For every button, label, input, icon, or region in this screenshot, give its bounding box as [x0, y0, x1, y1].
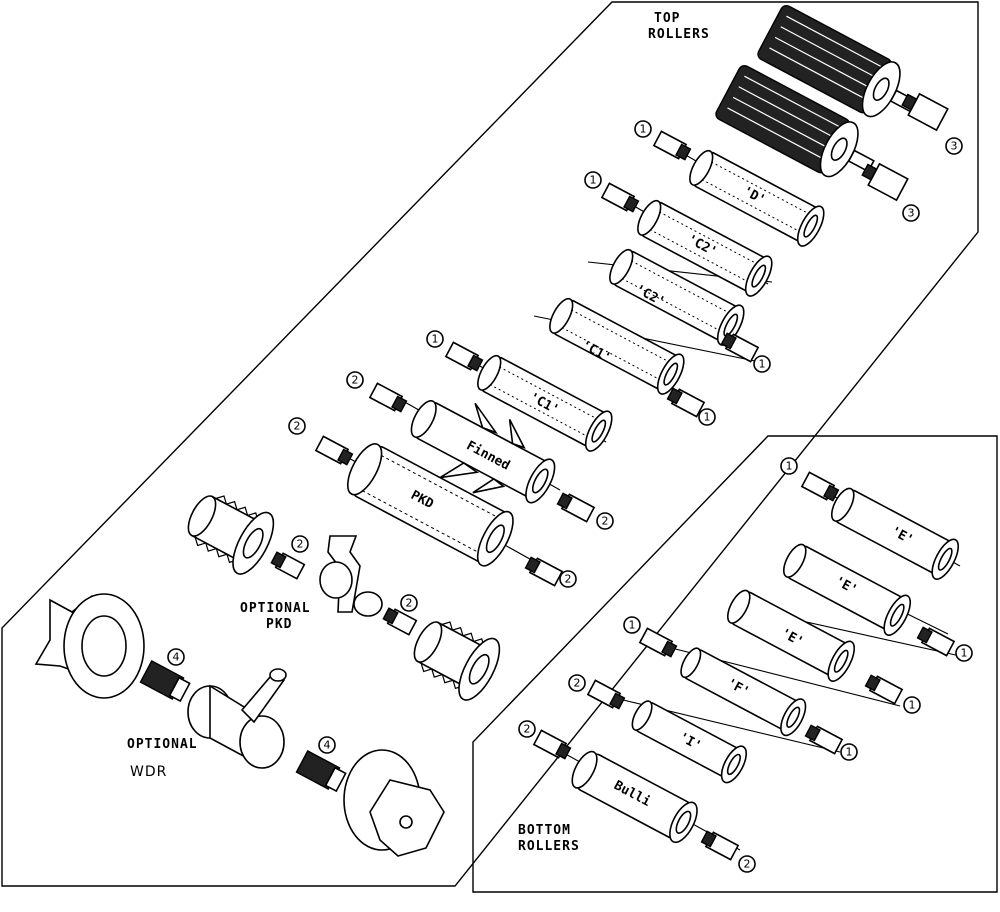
top-rollers-label: TOP ROLLERS	[648, 11, 710, 42]
roller-d	[689, 149, 825, 247]
wdr-coupling	[139, 660, 191, 703]
roller-c2-a	[637, 199, 773, 297]
bottom-rollers-panel-outline	[472, 435, 998, 893]
roller-c2-b	[609, 248, 745, 346]
roller-c1-b	[477, 354, 613, 452]
pkd-flange-cage	[187, 495, 275, 575]
svg-text:ROLLERS: ROLLERS	[648, 27, 710, 42]
callout: 1	[426, 330, 444, 348]
svg-text:OPTIONAL: OPTIONAL	[127, 737, 198, 752]
callout: 1	[623, 616, 641, 634]
roller-e-a	[830, 487, 960, 580]
optional-pkd-label: OPTIONAL PKD	[240, 601, 311, 632]
svg-text:1: 1	[629, 619, 636, 632]
roller-i	[631, 700, 748, 784]
callout: 2	[288, 417, 306, 435]
svg-text:ROLLERS: ROLLERS	[518, 839, 580, 854]
top-rollers-panel-outline	[1, 1, 979, 887]
callout: 3	[945, 137, 963, 155]
callout: 1	[753, 355, 771, 373]
svg-text:4: 4	[324, 739, 331, 752]
svg-text:WDR: WDR	[130, 764, 167, 780]
svg-text:1: 1	[909, 699, 916, 712]
bottom-rollers-label: BOTTOM ROLLERS	[518, 823, 580, 854]
callout: 4	[318, 736, 336, 754]
svg-text:3: 3	[908, 207, 915, 220]
roller-e-c	[726, 589, 856, 682]
svg-text:2: 2	[565, 573, 572, 586]
callout: 1	[698, 408, 716, 426]
svg-text:1: 1	[432, 333, 439, 346]
bushing	[532, 471, 956, 861]
svg-text:4: 4	[173, 651, 180, 664]
roller-bulli	[571, 750, 698, 844]
svg-text:1: 1	[590, 174, 597, 187]
svg-text:1: 1	[759, 358, 766, 371]
svg-text:3: 3	[951, 140, 958, 153]
roller-f	[680, 647, 807, 737]
end-bracket	[901, 92, 949, 132]
svg-text:2: 2	[297, 538, 304, 551]
wdr-crank-arm	[187, 668, 287, 769]
wdr-coupling	[295, 750, 347, 793]
callout: 1	[584, 171, 602, 189]
roller-finned	[410, 400, 556, 504]
bushing	[270, 130, 760, 636]
callout: 4	[167, 648, 185, 666]
callout: 2	[596, 512, 614, 530]
wdr-drum-right	[343, 749, 445, 857]
callout: 2	[738, 855, 756, 873]
callout: 1	[903, 696, 921, 714]
callout: 2	[559, 570, 577, 588]
callout: 2	[518, 720, 536, 738]
callout: 1	[840, 743, 858, 761]
fluted-top-roller-2	[715, 65, 875, 178]
pkd-flange-cage	[413, 621, 501, 701]
callout: 1	[780, 457, 798, 475]
svg-text:BOTTOM: BOTTOM	[518, 823, 571, 838]
svg-text:2: 2	[524, 723, 531, 736]
pkd-arm-bracket	[319, 535, 383, 617]
optional-wdr-label: OPTIONAL WDR	[127, 737, 198, 780]
end-bracket	[861, 162, 909, 202]
svg-text:1: 1	[786, 460, 793, 473]
callout: 2	[346, 371, 364, 389]
svg-text:1: 1	[846, 746, 853, 759]
callout: 1	[955, 644, 973, 662]
svg-text:OPTIONAL: OPTIONAL	[240, 601, 311, 616]
svg-text:2: 2	[602, 515, 609, 528]
svg-text:PKD: PKD	[266, 617, 292, 632]
wdr-drum-left	[34, 593, 145, 699]
svg-text:2: 2	[294, 420, 301, 433]
callout: 2	[400, 594, 418, 612]
roller-pkd	[346, 443, 514, 567]
svg-text:1: 1	[704, 411, 711, 424]
svg-text:1: 1	[640, 123, 647, 136]
callout: 3	[902, 204, 920, 222]
callout: 2	[568, 674, 586, 692]
svg-text:2: 2	[574, 677, 581, 690]
svg-text:2: 2	[744, 858, 751, 871]
callout: 2	[291, 535, 309, 553]
svg-text:1: 1	[961, 647, 968, 660]
roller-e-b	[782, 543, 912, 636]
roller-c1-a	[549, 297, 685, 395]
svg-text:TOP: TOP	[654, 11, 680, 26]
svg-text:2: 2	[352, 374, 359, 387]
callout: 1	[634, 120, 652, 138]
svg-text:2: 2	[406, 597, 413, 610]
